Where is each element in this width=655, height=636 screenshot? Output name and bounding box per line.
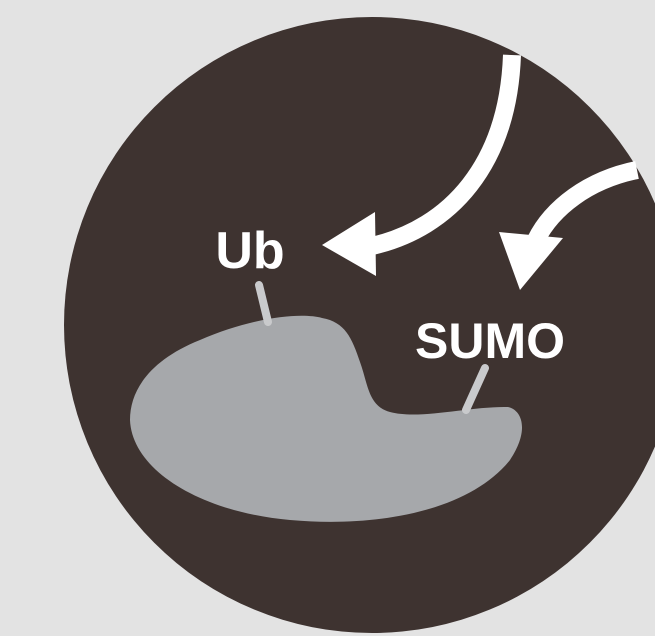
background-circle	[64, 17, 655, 633]
sumo-attachment-stalk	[462, 364, 489, 414]
ub-label: Ub	[215, 222, 284, 280]
ub-attachment-stalk	[255, 281, 272, 326]
arrow-to-sumo-head	[499, 232, 563, 290]
arrow-to-ub-head	[322, 212, 376, 276]
sumo-label: SUMO	[415, 313, 565, 369]
substrate-protein	[130, 315, 523, 522]
arrow-to-ub-shaft	[369, 54, 521, 255]
arrow-to-sumo-shaft	[527, 161, 639, 245]
